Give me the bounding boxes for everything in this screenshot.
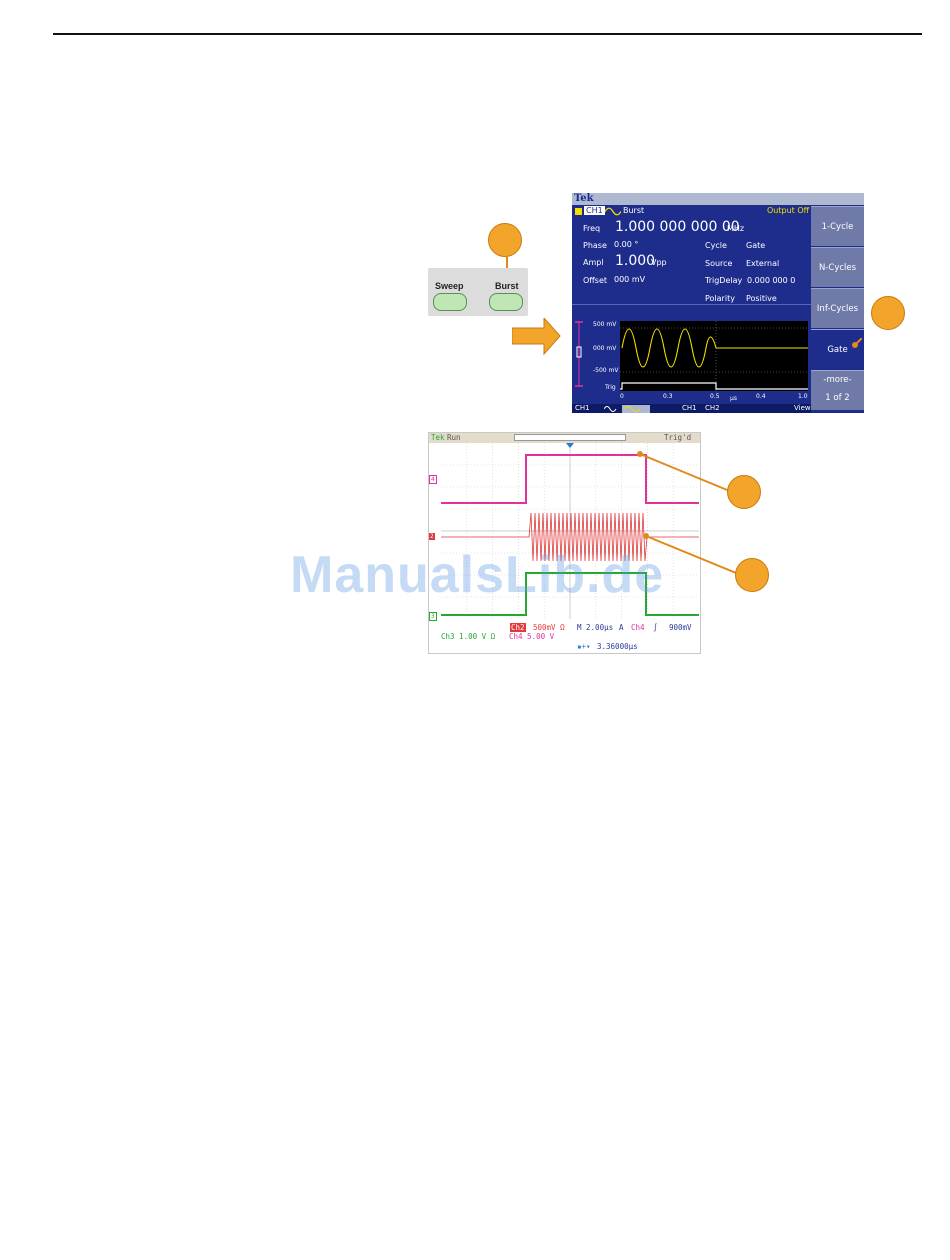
sweep-button[interactable] [433,293,467,311]
freq-unit: MHz [727,224,745,233]
ch2-marker: 2 [429,533,435,540]
plot-y-label-1: 500 mV [593,321,617,328]
afg-divider [572,304,811,305]
source-value: External [746,259,780,268]
polarity-value: Positive [746,294,777,303]
ch4-gate-trace [441,454,699,504]
ch3-marker: 3 [429,612,437,621]
menu-n-cycles[interactable]: N-Cycles [811,247,864,287]
afg-title-bar: Tek [572,193,864,205]
trigger-level: 900mV [669,623,692,632]
timebase: M 2.00μs [577,623,614,632]
scope-run-state: Run [447,433,461,442]
plot-x-label-3: 0.5 [710,393,720,400]
ch2-tag: Ch2 [510,623,526,632]
bottom-view[interactable]: View [794,404,811,412]
callout-leader-2 [852,338,862,348]
plot-y-label-3: -500 mV [593,367,619,374]
trigdelay-value: 0.000 000 0 [747,276,796,285]
sine-burst-trace [621,328,717,368]
freq-value: 1.000 000 000 00 [615,219,740,235]
sine-icon [605,207,621,216]
afg-channel: CH1 [584,206,605,215]
phase-value: 0.00 ° [614,240,639,249]
ch3-trace [441,572,699,616]
sweep-label: Sweep [435,281,464,291]
output-status: Output Off [767,206,810,215]
cycle-value: Gate [746,241,766,250]
trigdelay-label: TrigDelay [705,276,743,285]
callout-leaders-scope [637,451,736,574]
burst-label: Burst [495,281,519,291]
front-panel-buttons: Sweep Burst [428,268,528,316]
bottom-wave-icons [604,405,650,413]
plot-x-label-1: 0 [620,393,624,400]
ch4-scale: Ch4 5.00 V [509,632,555,641]
bottom-ch1[interactable]: CH1 [575,404,590,412]
afg-bottom-bar [572,404,811,413]
menu-1-cycle[interactable]: 1-Cycle [811,206,864,246]
ampl-label: Ampl [583,258,604,267]
ch4-marker: 4 [429,475,437,484]
trigger-gate-trace [620,382,808,390]
trigger-mode-icon: A [619,623,624,632]
bottom-ch2[interactable]: CH2 [705,404,720,412]
burst-waveform-svg [620,321,808,391]
source-label: Source [705,259,733,268]
burst-button[interactable] [489,293,523,311]
menu-inf-cycles[interactable]: Inf-Cycles [811,288,864,328]
burst-waveform-plot [620,321,808,391]
page-header-rule [53,33,922,35]
menu-gate[interactable]: Gate [811,329,864,369]
plot-x-label-4: 0.4 [756,393,766,400]
menu-more[interactable]: -more- 1 of 2 [811,370,864,410]
phase-label: Phase [583,241,607,250]
offset-value: 000 mV [614,275,646,284]
ch2-scale: 500mV Ω [533,623,565,632]
polarity-label: Polarity [705,294,735,303]
scope-brand: Tek [431,433,445,442]
bottom-ch1-b[interactable]: CH1 [682,404,697,412]
trigger-position-icon: ▪+▾ [577,642,591,651]
cycle-label: Cycle [705,241,727,250]
ch3-scale: Ch3 1.00 V Ω [441,632,496,641]
plot-x-unit: μs [730,395,737,402]
afg-mode: Burst [623,206,645,215]
plot-level-marker [575,321,583,387]
plot-x-label-5: 1.0 [798,393,808,400]
plot-y-label-2: 000 mV [593,345,617,352]
arrow-right-icon [512,318,561,356]
function-generator-screen: Tek CH1 Burst Output Off Freq 1.000 000 … [572,193,864,413]
record-view-bar [514,434,626,441]
trigger-position: 3.36000μs [597,642,638,651]
plot-x-label-2: 0.3 [663,393,673,400]
oscilloscope-screen: Tek Run Trig'd 4 2 3 Ch2 500mV Ω M 2.00μ… [428,432,701,654]
scope-graticule [441,443,699,619]
ampl-value: 1.000 [615,253,656,269]
offset-label: Offset [583,276,608,285]
channel-color-swatch [575,208,582,215]
plot-y-label-trig: Trig [605,384,616,391]
afg-brand: Tek [574,193,594,204]
callout-marker-4 [735,558,769,592]
trigger-slope: ∫ [653,623,658,632]
ch2-burst-trace [441,512,699,562]
trigger-source: Ch4 [631,623,645,632]
scope-trig-state: Trig'd [664,433,692,442]
freq-label: Freq [583,224,601,233]
callout-marker-3 [727,475,761,509]
ampl-unit: Vpp [651,258,667,267]
menu-more-label: -more- [823,375,852,385]
watermark: ManualsLib.de [290,546,665,604]
callout-marker-2 [871,296,905,330]
callout-marker-1 [488,223,522,257]
menu-page-label: 1 of 2 [825,393,850,403]
